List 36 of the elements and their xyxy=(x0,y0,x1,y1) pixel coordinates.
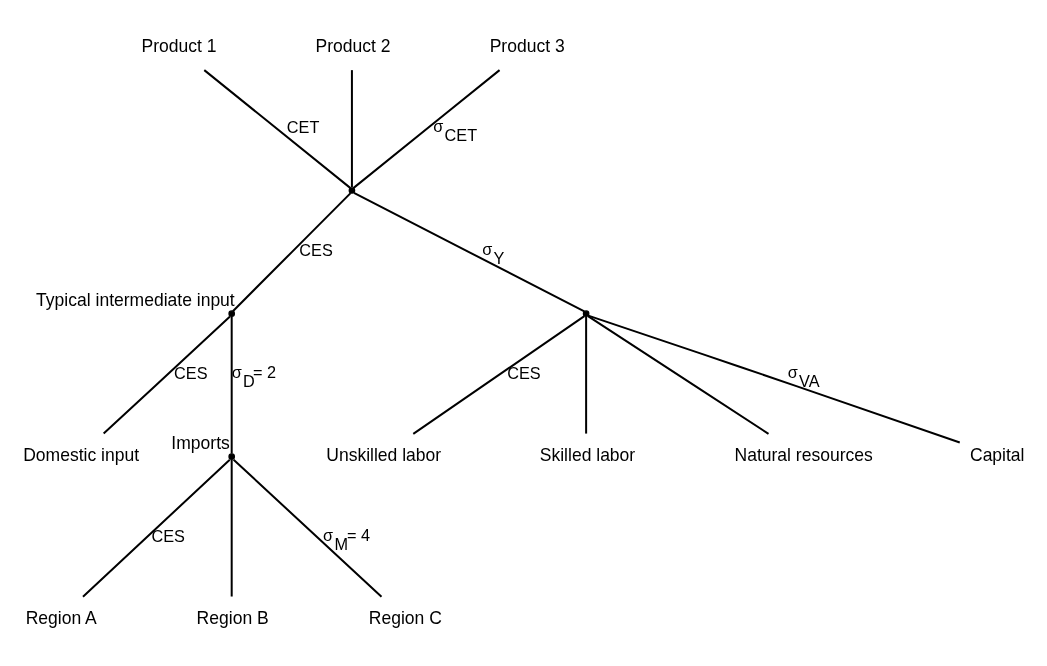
node-label: Typical intermediate input xyxy=(36,289,235,310)
node-text: Region C xyxy=(368,607,442,628)
edge-label: CET xyxy=(286,117,320,136)
edge-label: CES xyxy=(151,526,185,545)
node-text: Skilled labor xyxy=(539,444,636,465)
connector xyxy=(352,191,586,312)
node-point xyxy=(228,452,236,460)
edge-label: CES xyxy=(507,363,541,382)
node-text: Unskilled labor xyxy=(326,444,442,465)
node-point xyxy=(582,309,590,317)
connector xyxy=(203,68,352,189)
node-text: Domestic input xyxy=(23,444,140,465)
connector xyxy=(350,68,353,188)
connector xyxy=(231,191,352,312)
node-text: Region B xyxy=(196,607,269,628)
node-text: Capital xyxy=(969,444,1025,465)
node-text: Product 2 xyxy=(315,35,391,56)
node-point xyxy=(228,309,236,317)
edge-label: CES xyxy=(299,240,333,259)
connector xyxy=(232,458,383,598)
connector xyxy=(587,314,770,435)
connector xyxy=(230,458,233,598)
edge-label: CES xyxy=(174,363,208,382)
node-text: Natural resources xyxy=(734,444,873,465)
node-text: Region A xyxy=(25,607,97,628)
connector xyxy=(81,458,231,598)
connector xyxy=(587,314,961,443)
node-point xyxy=(348,186,356,194)
connector xyxy=(585,315,588,435)
connector xyxy=(230,315,233,455)
node-text: Product 3 xyxy=(489,35,565,56)
connector xyxy=(412,314,586,435)
node-label: Imports xyxy=(171,432,230,453)
connector xyxy=(352,68,501,189)
connector xyxy=(102,315,231,435)
node-text: Product 1 xyxy=(141,35,217,56)
